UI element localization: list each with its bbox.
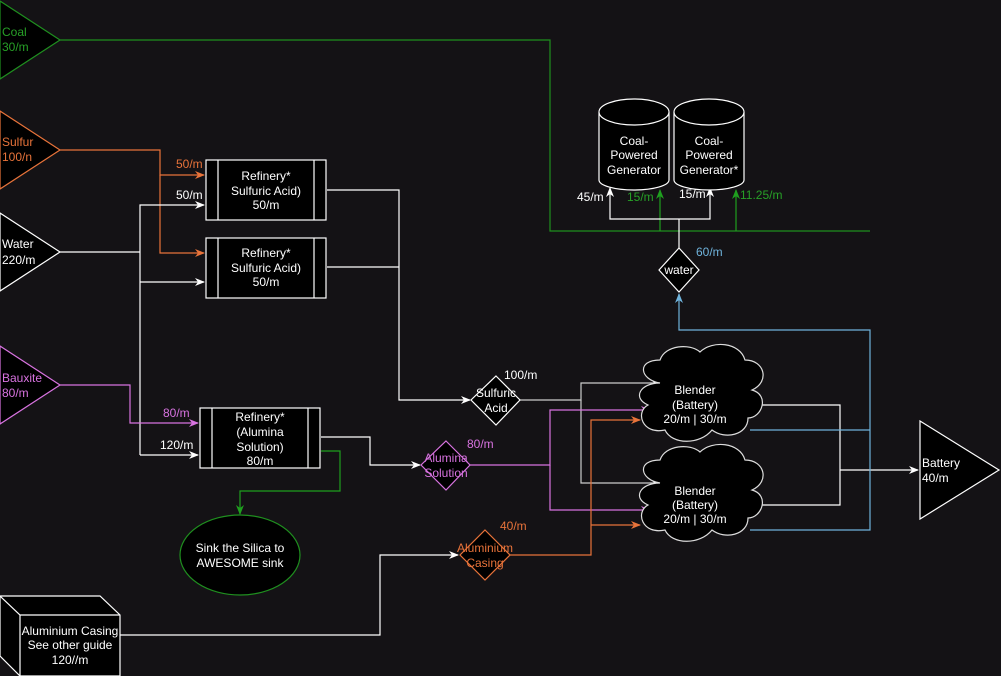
- alumina-line1: Alumina: [424, 451, 468, 465]
- coal-connector: [60, 39, 870, 232]
- blender-1[interactable]: Blender (Battery) 20/m | 30/m: [638, 343, 764, 442]
- bauxite-connector: [60, 384, 199, 427]
- refinery1-line1: Refinery*: [241, 169, 291, 183]
- sulfuric-to-blender1-connector: [520, 379, 661, 401]
- output-battery[interactable]: Battery 40/m: [919, 419, 1001, 521]
- refinery3-line4: 80/m: [247, 454, 274, 468]
- casing-to-blender1-connector: [510, 416, 641, 556]
- casing-rate: 40/m: [500, 519, 527, 533]
- water-node-rate: 60/m: [696, 245, 723, 259]
- sulfuric-acid-rate: 100/m: [504, 368, 537, 382]
- source-bauxite-name: Bauxite: [2, 371, 42, 385]
- blender-2[interactable]: Blender (Battery) 20/m | 30/m: [638, 443, 764, 542]
- gen1-line3: Generator: [607, 163, 661, 177]
- gen1-coal-rate: 15/m: [627, 190, 654, 204]
- source-water-rate: 220/m: [2, 253, 35, 267]
- refinery3-out-connector: [321, 436, 421, 469]
- refinery3-water-rate: 120/m: [160, 438, 193, 452]
- blender1-out-connector: [760, 404, 841, 506]
- source-bauxite-rate: 80/m: [2, 386, 29, 400]
- alumina-to-blender1-connector: [470, 406, 651, 466]
- silica-to-sink-connector: [236, 450, 341, 515]
- casing-source-line2: See other guide: [28, 638, 113, 652]
- output-battery-name: Battery: [922, 456, 960, 470]
- gen2-coal-rate: 11.25/m: [740, 188, 782, 202]
- refinery-sulfuric-acid-2[interactable]: Refinery* Sulfuric Acid) 50/m: [205, 237, 327, 299]
- refinery2-line3: 50/m: [253, 275, 280, 289]
- gen2-line2: Powered: [685, 148, 732, 162]
- blender2-water-connector: [675, 293, 871, 531]
- source-sulfur-rate: 100/n: [2, 150, 32, 164]
- blender1-line2: (Battery): [672, 398, 718, 412]
- casing-source-line3: 120//m: [52, 653, 89, 667]
- source-coal[interactable]: Coal 30/m: [0, 0, 62, 80]
- blender2-line2: (Battery): [672, 498, 718, 512]
- water-to-refinery1-connector: [139, 201, 205, 455]
- gen2-line1: Coal-: [695, 134, 724, 148]
- source-coal-name: Coal: [2, 25, 27, 39]
- gen2-line3: Generator*: [680, 163, 739, 177]
- alumina-rate: 80/m: [467, 437, 494, 451]
- refinery3-line2: (Alumina: [236, 425, 284, 439]
- silica-sink[interactable]: Sink the Silica to AWESOME sink: [179, 514, 301, 596]
- output-battery-rate: 40/m: [922, 471, 949, 485]
- casing-line1: Aluminium: [457, 541, 513, 555]
- alumina-line2: Solution: [424, 466, 467, 480]
- sulfur-to-refinery1-connector: [60, 149, 205, 179]
- aluminium-casing-node[interactable]: Aluminium Casing: [457, 529, 513, 581]
- blender2-line1: Blender: [674, 484, 715, 498]
- water-to-gen1-connector: [606, 187, 679, 220]
- source-aluminium-casing[interactable]: Aluminium Casing See other guide 120//m: [0, 595, 121, 676]
- casing-source-connector: [120, 551, 459, 636]
- gen2-water-rate: 15/m: [679, 187, 706, 201]
- refinery3-line3: Solution): [236, 440, 283, 454]
- source-coal-rate: 30/m: [2, 40, 29, 54]
- sulfuric-acid-line1: Sulfuric: [476, 386, 516, 400]
- sink-line2: AWESOME sink: [197, 556, 285, 570]
- refinery1-line3: 50/m: [253, 198, 280, 212]
- gen1-line2: Powered: [610, 148, 657, 162]
- coal-generator-1[interactable]: Coal- Powered Generator: [598, 98, 670, 191]
- refinery1-sulfur-rate: 50/m: [176, 157, 203, 171]
- sulfuric-to-blender2-connector: [580, 400, 661, 487]
- sink-line1: Sink the Silica to: [196, 541, 285, 555]
- alumina-solution-node[interactable]: Alumina Solution: [420, 440, 471, 491]
- blender2-line3: 20/m | 30/m: [663, 512, 726, 526]
- source-water[interactable]: Water 220/m: [0, 212, 62, 292]
- water-to-gen2-connector: [679, 187, 714, 220]
- blender1-line1: Blender: [674, 383, 715, 397]
- gen1-water-rate: 45/m: [577, 190, 604, 204]
- source-bauxite[interactable]: Bauxite 80/m: [0, 345, 62, 425]
- sulfur-to-refinery2-connector: [159, 175, 205, 257]
- sulfuric-acid-node[interactable]: Sulfuric Acid: [470, 375, 521, 426]
- refinery3-line1: Refinery*: [235, 410, 285, 424]
- gen1-line1: Coal-: [620, 134, 649, 148]
- alumina-to-blender2-connector: [549, 465, 651, 514]
- casing-source-line1: Aluminium Casing: [22, 624, 119, 638]
- refinery1-out-connector: [327, 189, 471, 404]
- blender1-line3: 20/m | 30/m: [663, 412, 726, 426]
- water-node[interactable]: water: [658, 247, 700, 293]
- refinery-sulfuric-acid-1[interactable]: Refinery* Sulfuric Acid) 50/m: [205, 159, 327, 221]
- refinery3-bauxite-rate: 80/m: [163, 406, 190, 420]
- refinery2-line2: Sulfuric Acid): [231, 261, 301, 275]
- coal-generator-2[interactable]: Coal- Powered Generator*: [673, 98, 745, 191]
- source-sulfur-name: Sulfur: [2, 135, 33, 149]
- refinery1-line2: Sulfuric Acid): [231, 184, 301, 198]
- water-node-label: water: [663, 263, 693, 277]
- sulfuric-acid-line2: Acid: [484, 401, 507, 415]
- refinery-alumina-solution[interactable]: Refinery* (Alumina Solution) 80/m: [199, 407, 321, 469]
- source-water-name: Water: [2, 237, 34, 251]
- refinery1-water-rate: 50/m: [176, 188, 203, 202]
- casing-line2: Casing: [466, 556, 503, 570]
- refinery2-line1: Refinery*: [241, 246, 291, 260]
- source-sulfur[interactable]: Sulfur 100/n: [0, 110, 62, 190]
